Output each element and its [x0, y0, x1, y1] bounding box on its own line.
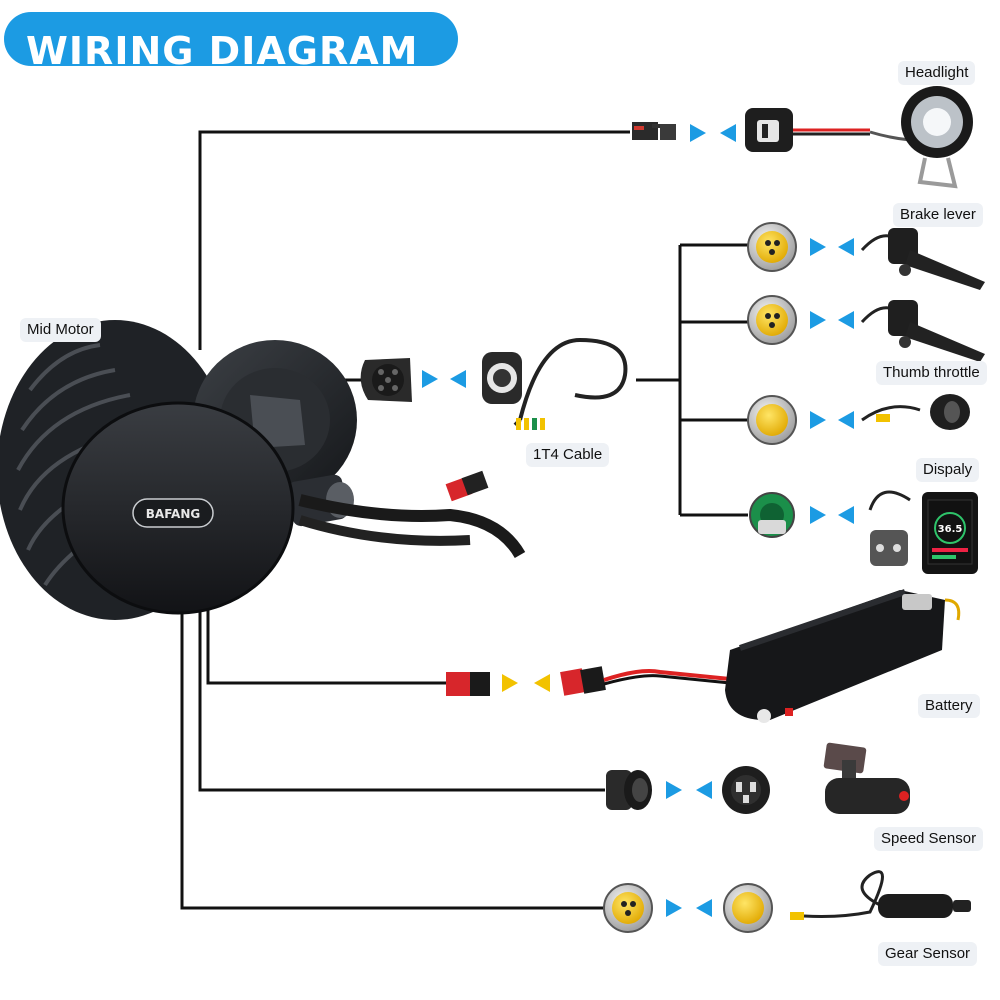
brake-lever-2-row — [747, 295, 985, 362]
link-arrow-right — [666, 781, 682, 799]
speed-sensor-icon — [823, 742, 910, 814]
motor-port-connector — [360, 358, 412, 402]
battery-cable-connector — [560, 666, 606, 696]
label-speed-sensor: Speed Sensor — [874, 827, 984, 851]
brake-lever-row — [747, 222, 985, 290]
link-arrow-left — [838, 311, 854, 329]
link-arrow-right — [810, 506, 826, 524]
speed-sensor-cable-connector — [722, 766, 770, 814]
title-banner: WIRING DIAGRAM — [4, 12, 458, 73]
brand-logo: BAFANG — [146, 507, 200, 521]
gear-sensor-icon — [790, 870, 971, 920]
wire-gear-sensor — [180, 610, 605, 910]
wire-battery — [206, 610, 446, 685]
wire-headlight — [198, 130, 630, 350]
link-arrow-left — [838, 411, 854, 429]
link-arrow-right — [810, 411, 826, 429]
headlight-male-connector — [632, 122, 676, 140]
mid-motor: BAFANG — [0, 320, 526, 620]
link-arrow-right — [690, 124, 706, 142]
1t4-branch-plugs — [516, 418, 545, 430]
label-gear-sensor: Gear Sensor — [878, 942, 978, 966]
battery-icon — [725, 589, 961, 723]
cable-row — [360, 337, 628, 430]
battery-row — [446, 589, 961, 723]
link-arrow-right — [810, 311, 826, 329]
wire-speed-sensor — [198, 610, 605, 792]
thumb-throttle-row — [747, 394, 970, 445]
link-arrow-left — [720, 124, 736, 142]
label-headlight: Headlight — [898, 61, 976, 85]
cable-male-connector — [482, 352, 522, 404]
thumb-throttle-icon — [861, 394, 970, 430]
label-brake-lever: Brake lever — [893, 203, 983, 227]
brand-badge — [132, 498, 214, 528]
display-icon: 36.5 — [868, 490, 978, 574]
link-arrow-left — [696, 899, 712, 917]
headlight-icon — [869, 86, 973, 189]
display-screen-readout: 36.5 — [938, 524, 963, 535]
battery-motor-connector — [446, 672, 490, 696]
gear-sensor-row — [603, 870, 971, 933]
link-arrow-left — [450, 370, 466, 388]
gear-sensor-cable-connector — [723, 883, 773, 933]
link-arrow-left — [838, 506, 854, 524]
headlight-female-connector — [745, 108, 793, 152]
speed-sensor-row — [606, 742, 910, 814]
label-mid-motor: Mid Motor — [20, 318, 101, 342]
label-battery: Battery — [918, 694, 980, 718]
brake-lever-icon — [860, 228, 985, 290]
link-arrow-right — [422, 370, 438, 388]
label-1t4-cable: 1T4 Cable — [526, 443, 610, 467]
link-arrow-right — [810, 238, 826, 256]
1t4-cable-icon — [513, 337, 628, 427]
wiring — [180, 130, 748, 910]
link-arrow-right — [666, 899, 682, 917]
link-arrow-left — [534, 674, 550, 692]
brake-lever-2-icon — [860, 300, 985, 362]
headlight-row — [632, 86, 973, 189]
speed-sensor-motor-connector — [606, 770, 652, 810]
label-thumb-throttle: Thumb throttle — [876, 361, 987, 385]
link-arrow-left — [696, 781, 712, 799]
page-title: WIRING DIAGRAM — [26, 29, 419, 73]
display-row: 36.5 — [749, 490, 978, 574]
label-display: Dispaly — [916, 458, 980, 482]
link-arrow-left — [838, 238, 854, 256]
link-arrow-right — [502, 674, 518, 692]
